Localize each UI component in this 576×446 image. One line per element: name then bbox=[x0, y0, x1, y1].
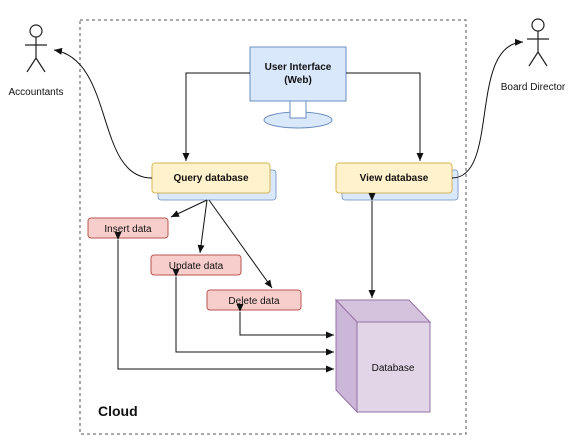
board-director-actor-icon bbox=[527, 18, 549, 67]
monitor-icon bbox=[249, 46, 347, 129]
accountants-actor-icon bbox=[25, 24, 47, 73]
cloud-container bbox=[79, 19, 467, 435]
delete-data-label: Delete data bbox=[228, 296, 280, 307]
view-database-label: View database bbox=[360, 173, 429, 184]
user-interface-sublabel: (Web) bbox=[284, 75, 312, 86]
user-interface-label: User Interface bbox=[265, 62, 332, 73]
accountants-label: Accountants bbox=[8, 87, 63, 98]
database-node bbox=[334, 298, 432, 414]
insert-data-label: Insert data bbox=[104, 224, 152, 235]
cloud-label: Cloud bbox=[98, 403, 138, 419]
connectors bbox=[53, 38, 524, 373]
board-director-label: Board Director bbox=[501, 82, 566, 93]
query-database-label: Query database bbox=[173, 173, 248, 184]
database-label: Database bbox=[372, 363, 415, 374]
update-data-label: Update data bbox=[169, 261, 224, 272]
